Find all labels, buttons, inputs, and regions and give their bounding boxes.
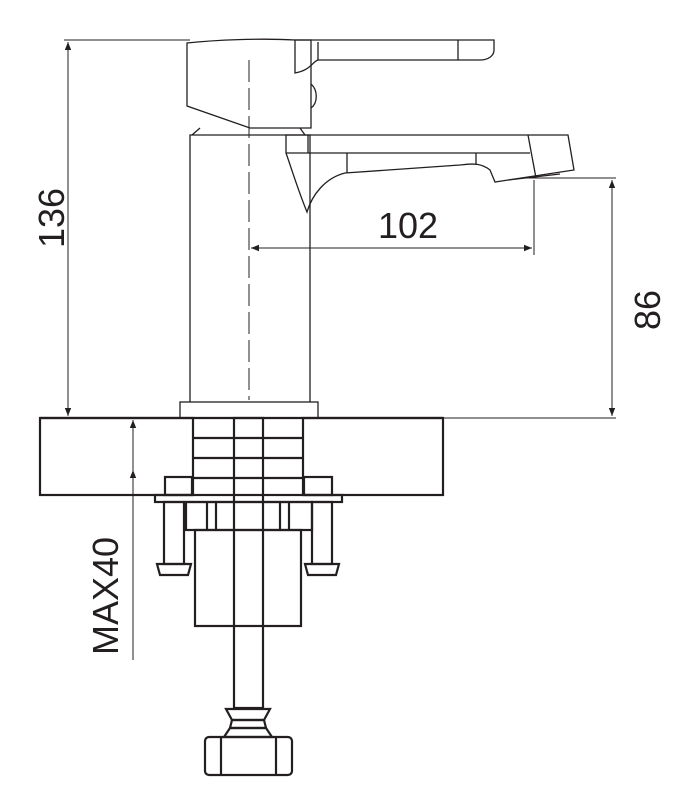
mounting-kit — [153, 475, 344, 628]
handle — [186, 38, 495, 136]
dimension-spout-height: 86 — [320, 177, 668, 419]
faucet-body — [179, 60, 319, 419]
countertop-section — [38, 416, 445, 497]
dimension-label-102: 102 — [378, 205, 438, 246]
dimension-label-max40: MAX40 — [85, 537, 126, 655]
dimension-max-thickness: MAX40 — [85, 420, 137, 660]
threaded-rod — [203, 416, 294, 777]
spout — [285, 134, 575, 214]
dimension-label-136: 136 — [31, 188, 72, 248]
dimension-label-86: 86 — [627, 290, 668, 330]
dimension-spout-reach: 102 — [251, 180, 535, 255]
dimension-total-height: 136 — [31, 39, 190, 416]
